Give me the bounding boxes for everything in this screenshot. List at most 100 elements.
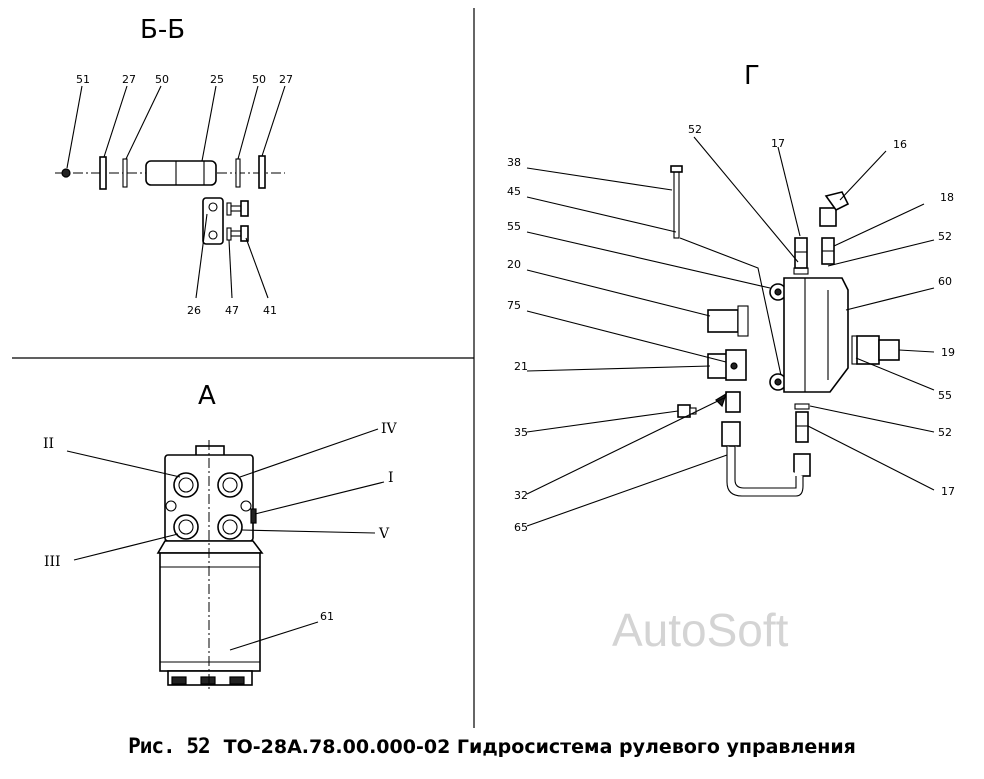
plate-hole-top: [208, 202, 218, 212]
leader-55-right: [855, 357, 935, 391]
port-label-iv: IV: [381, 421, 398, 437]
part-32-fitting: [725, 391, 741, 413]
pipe-nut-left: [721, 421, 741, 447]
leader-19: [898, 349, 935, 353]
leader-18: [833, 203, 925, 247]
callout-19: 19: [941, 346, 955, 359]
callout-50: 50: [252, 73, 266, 86]
figure-caption: Рис. 52 ТО-28А.78.00.000-02 Гидросистема …: [0, 734, 984, 758]
bracket-eye-top-hole: [774, 288, 782, 296]
part-52-washer-top: [793, 267, 809, 275]
view-g-title: Г: [744, 61, 760, 91]
bracket-eye-bottom-hole: [774, 378, 782, 386]
port-small-left: [165, 500, 177, 512]
leader-51: [66, 85, 83, 169]
callout-50: 50: [155, 73, 169, 86]
callout-41: 41: [263, 304, 277, 317]
part-35-stem: [689, 407, 697, 415]
view-a: А II IV I III V 6: [43, 381, 398, 690]
leader-17-bottom: [807, 425, 935, 491]
callout-52: 52: [938, 230, 952, 243]
part-41-bolt-top-head: [240, 200, 249, 217]
part-47-washer-top: [226, 202, 232, 216]
leader-16: [839, 150, 887, 201]
callout-55: 55: [938, 389, 952, 402]
leader-20: [526, 269, 711, 317]
leader-i: [254, 481, 385, 515]
port-iii-inner: [178, 519, 194, 535]
port-label-ii: II: [43, 436, 54, 452]
port-i-fitting: [250, 508, 257, 524]
callout-52: 52: [938, 426, 952, 439]
port-i: [240, 500, 252, 512]
callout-75: 75: [507, 299, 521, 312]
part-17-fitting-bottom: [795, 411, 809, 443]
callout-17: 17: [771, 137, 785, 150]
callout-61: 61: [320, 610, 334, 623]
part-25-pin-body: [145, 160, 217, 186]
part-26-plate: [202, 197, 224, 245]
view-a-title: А: [198, 381, 216, 411]
view-bb: Б-Б 51 27 50 25: [55, 15, 293, 317]
callout-47: 47: [225, 304, 239, 317]
leader-45: [526, 196, 677, 233]
part-27-washer-left: [99, 156, 107, 190]
leader-17-top: [777, 146, 801, 237]
leader-v: [241, 529, 376, 534]
bolt-head-1: [171, 676, 187, 685]
plate-hole-bottom: [208, 230, 218, 240]
bolt-head-3: [229, 676, 245, 685]
part-60-valve-block: [783, 277, 849, 393]
port-ii-inner: [178, 477, 194, 493]
leader-32: [526, 397, 725, 495]
part-17-fitting-top: [794, 237, 808, 269]
leader-50-left: [125, 85, 162, 160]
leader-52-top: [693, 136, 799, 263]
leader-47: [228, 239, 233, 299]
callout-51: 51: [76, 73, 90, 86]
leader-21: [526, 365, 711, 372]
leader-iii: [73, 533, 179, 561]
callout-18: 18: [940, 191, 954, 204]
leader-52-bottom: [809, 405, 935, 433]
part-38-rod-head: [670, 165, 683, 173]
leader-27-right: [261, 85, 286, 157]
port-label-iii: III: [44, 554, 61, 570]
part-16-elbow-base: [819, 207, 837, 227]
part-47-washer-bottom: [226, 227, 232, 241]
leader-50-right: [237, 85, 259, 160]
leader-55-left: [526, 231, 771, 289]
watermark: AutoSoft: [612, 604, 789, 656]
port-label-i: I: [388, 470, 394, 486]
part-27-washer-right: [258, 155, 266, 189]
part-65-pipe-inner: [734, 446, 797, 489]
part-51-nut: [61, 168, 71, 178]
callout-52: 52: [688, 123, 702, 136]
part-75-hole: [730, 362, 738, 370]
callout-17: 17: [941, 485, 955, 498]
part-52-washer-bottom: [794, 403, 810, 410]
callout-27: 27: [279, 73, 293, 86]
callout-38: 38: [507, 156, 521, 169]
pipe-nut-right: [793, 453, 811, 477]
callout-60: 60: [938, 275, 952, 288]
callout-26: 26: [187, 304, 201, 317]
figure-title: ТО-28А.78.00.000-02 Гидросистема рулевог…: [223, 736, 856, 758]
part-41-bolt-bottom-head: [240, 225, 249, 242]
port-label-v: V: [378, 526, 390, 542]
leader-65: [526, 454, 728, 527]
callout-20: 20: [507, 258, 521, 271]
figure-number: Рис. 52: [128, 734, 211, 758]
leader-26: [195, 213, 208, 299]
leader-61: [229, 621, 319, 651]
bolt-head-2: [200, 676, 216, 685]
port-iv-inner: [222, 477, 238, 493]
callout-65: 65: [514, 521, 528, 534]
part-38-rod: [673, 169, 680, 239]
leader-41: [245, 237, 269, 299]
callout-55: 55: [507, 220, 521, 233]
port-v-inner: [222, 519, 238, 535]
part-20-fitting: [707, 309, 739, 333]
part-20-nut: [737, 305, 749, 337]
